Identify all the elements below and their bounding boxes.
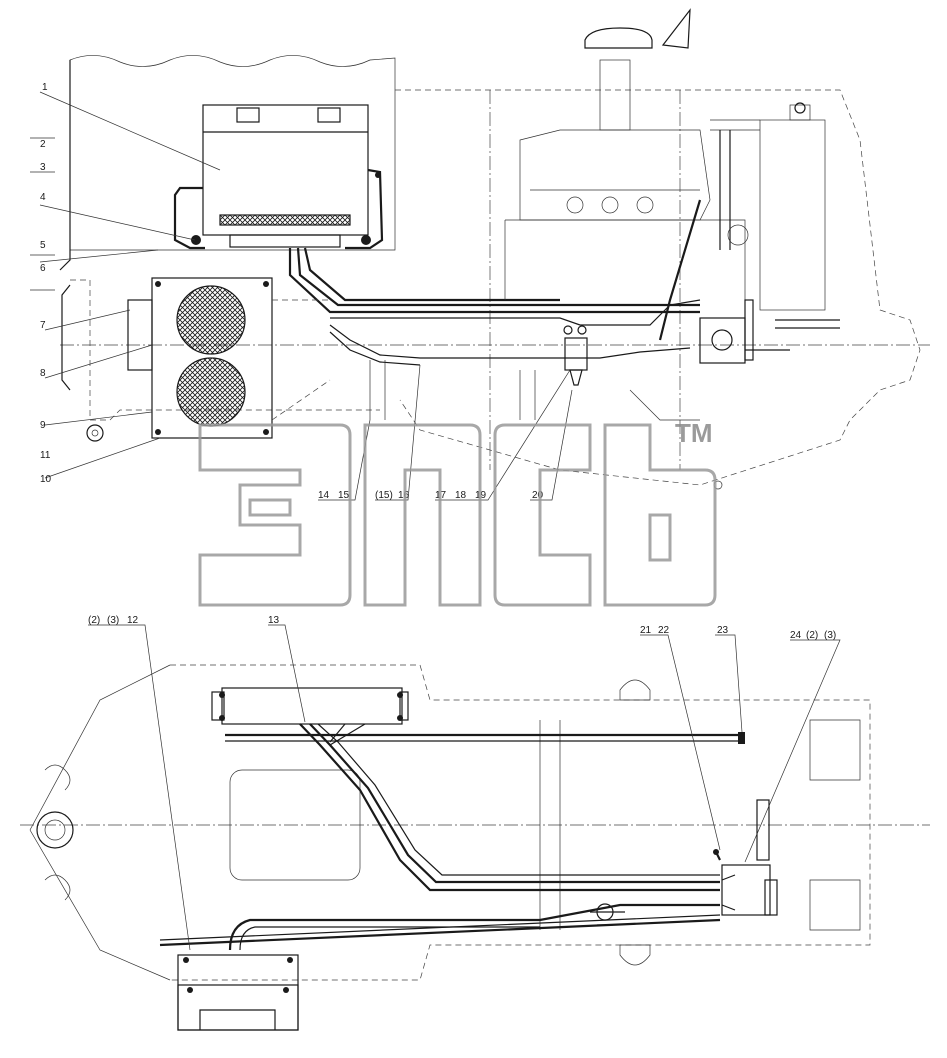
watermark-logo: TM [198,418,717,607]
callout-12: 12 [127,615,139,626]
callout-7: 7 [40,320,46,331]
callout-21: 21 [640,625,652,636]
callout-1: 1 [42,82,48,93]
callout-3: 3 [40,162,46,173]
callout-23: 23 [717,625,729,636]
callout-18: 18 [455,490,467,501]
callout-4: 4 [40,192,46,203]
callout-22: 22 [658,625,670,636]
callout-10: 10 [40,474,52,485]
side-elevation-view [59,8,930,490]
callout-24: 24 [790,630,802,641]
callout-6: 6 [40,263,46,274]
callout-b-2: (2) [88,615,100,626]
callout-15: 15 [338,490,350,501]
callout-2: 2 [40,139,46,150]
callout-15-ref: (15) [375,490,393,501]
callout-b-2-right: (2) [806,630,818,641]
callouts-bottom: (2) (3) 12 13 21 22 23 24 (2) (3) [88,615,836,641]
callout-5: 5 [40,240,46,251]
plan-view [20,664,930,1031]
leader-lines [30,91,841,951]
callout-9: 9 [40,420,46,431]
trademark-symbol: TM [675,418,713,448]
callout-11: 11 [40,450,51,461]
callout-13: 13 [268,615,280,626]
callout-14: 14 [318,490,330,501]
callout-b-3: (3) [107,615,119,626]
callouts-top: 1 2 3 4 5 6 7 8 9 11 10 14 15 (15) 16 17… [40,82,544,501]
callout-b-3-right: (3) [824,630,836,641]
callout-8: 8 [40,368,46,379]
callout-20: 20 [532,490,544,501]
